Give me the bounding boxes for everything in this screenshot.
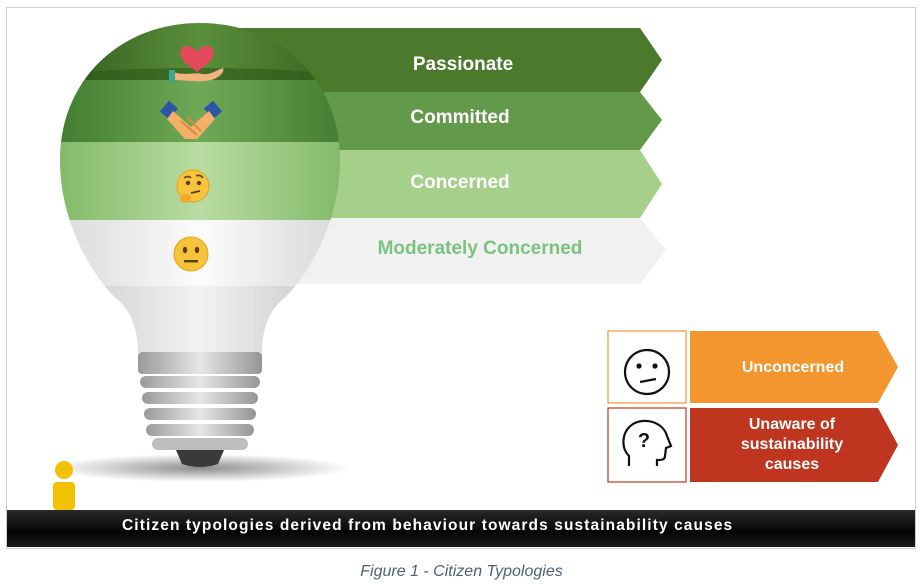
neutral-face-icon bbox=[173, 236, 209, 272]
bulb-shadow bbox=[50, 454, 350, 482]
confused-face-icon bbox=[623, 348, 671, 396]
head-question-icon: ? bbox=[622, 419, 673, 466]
arrow-unconcerned bbox=[690, 331, 898, 403]
label-moderately-concerned: Moderately Concerned bbox=[377, 238, 583, 259]
svg-text:?: ? bbox=[638, 430, 650, 452]
bulb-screw bbox=[140, 376, 260, 450]
label-unconcerned: Unconcerned bbox=[741, 359, 845, 376]
figure-caption: Figure 1 - Citizen Typologies bbox=[360, 563, 563, 580]
heart-in-hand-icon bbox=[169, 45, 224, 82]
label-passionate: Passionate bbox=[412, 54, 514, 75]
thinking-face-icon bbox=[176, 169, 210, 203]
bulb-tip bbox=[176, 450, 224, 467]
bulb-collar bbox=[138, 352, 262, 374]
label-unaware: Unaware of sustainability causes bbox=[740, 416, 844, 473]
label-committed: Committed bbox=[410, 107, 510, 128]
arrow-moderately-concerned bbox=[230, 218, 666, 284]
handshake-icon bbox=[159, 100, 223, 139]
label-concerned: Concerned bbox=[410, 172, 510, 193]
banner-text: Citizen typologies derived from behaviou… bbox=[122, 517, 734, 534]
bottom-banner bbox=[7, 510, 915, 547]
unconcerned-icon-box bbox=[607, 330, 687, 404]
arrow-passionate bbox=[230, 28, 662, 92]
arrow-unaware bbox=[690, 408, 898, 482]
